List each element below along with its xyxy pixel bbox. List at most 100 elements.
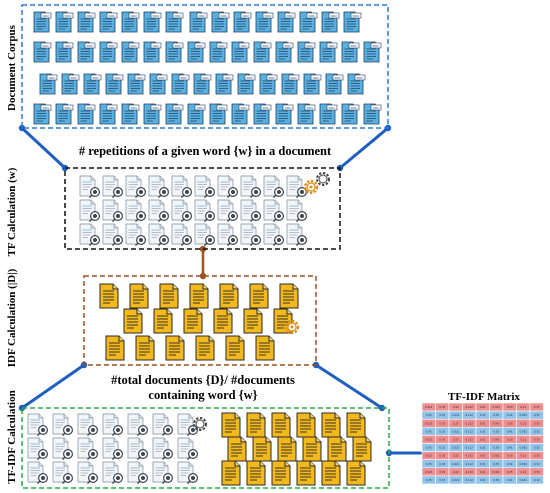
document-tag: DOC xyxy=(285,106,292,110)
matrix-cell-value: 0.35 xyxy=(426,429,432,433)
document-tag: DOC xyxy=(247,76,254,80)
magnifier-document-icon xyxy=(77,437,99,461)
gear-icon xyxy=(316,172,330,186)
document-icon xyxy=(321,460,341,486)
matrix-cell-value: 0.01 xyxy=(480,421,486,425)
document-tag: DOC xyxy=(153,106,160,110)
document-icon: DOC xyxy=(363,41,382,63)
magnifier-document-icon xyxy=(127,461,149,485)
matrix-cell-value: 0.01 xyxy=(480,470,486,474)
matrix-cell-value: 0.41 xyxy=(507,478,513,482)
matrix-cell-value: 0.33 xyxy=(439,462,445,466)
document-icon: DOC xyxy=(341,103,360,125)
matrix-cell-value: 0.32 xyxy=(534,462,540,466)
document-icon: DOC xyxy=(343,11,362,33)
document-icon xyxy=(249,283,269,309)
magnifier-document-icon xyxy=(79,199,101,223)
document-icon: DOC xyxy=(189,11,208,33)
matrix-cell-value: 0.31 xyxy=(480,413,486,417)
matrix-cell-value: 0.35 xyxy=(426,413,432,417)
magnifier-document-icon xyxy=(177,437,199,461)
matrix-cell-value: 0.35 xyxy=(439,454,445,458)
document-icon: DOC xyxy=(325,73,344,95)
document-icon xyxy=(123,308,143,334)
magnifier-document-icon xyxy=(171,199,193,223)
matrix-cell-value: 0.35 xyxy=(507,421,513,425)
matrix-cell-value: 0.55 xyxy=(493,429,499,433)
document-icon: DOC xyxy=(363,103,382,125)
matrix-cell-value: 0.55 xyxy=(493,462,499,466)
document-icon: DOC xyxy=(165,103,184,125)
magnifier-document-icon xyxy=(286,223,308,247)
document-tag: DOC xyxy=(87,44,94,48)
document-icon: DOC xyxy=(165,11,184,33)
tf-caption: # repetitions of a given word {w} in a d… xyxy=(79,144,332,158)
matrix-cell-value: 0.31 xyxy=(480,446,486,450)
magnifier-document-icon xyxy=(102,175,124,199)
document-tag: DOC xyxy=(65,14,72,18)
document-tag: DOC xyxy=(65,44,72,48)
matrix-cell-value: 0.22 xyxy=(453,454,459,458)
document-icon: DOC xyxy=(39,73,58,95)
document-icon: DOC xyxy=(33,41,52,63)
document-icon: DOC xyxy=(215,73,234,95)
gear-icon xyxy=(193,417,207,431)
matrix-cell-value: 0.33 xyxy=(439,429,445,433)
document-icon xyxy=(195,335,215,361)
document-tag: DOC xyxy=(43,44,50,48)
magnifier-document-icon xyxy=(27,461,49,485)
document-icon: DOC xyxy=(259,73,278,95)
document-tag: DOC xyxy=(243,14,250,18)
document-icon: DOC xyxy=(77,11,96,33)
document-tag: DOC xyxy=(373,44,380,48)
document-icon xyxy=(296,412,316,438)
magnifier-document-icon xyxy=(102,223,124,247)
document-icon: DOC xyxy=(211,11,230,33)
magnifier-document-icon xyxy=(194,223,216,247)
magnifier-document-icon xyxy=(148,223,170,247)
document-icon xyxy=(105,335,125,361)
document-icon xyxy=(277,436,297,462)
matrix-cell-value: 0.001 xyxy=(493,470,501,474)
document-tag: DOC xyxy=(241,106,248,110)
matrix-cell-value: 0.41 xyxy=(507,462,513,466)
matrix-cell-value: 0.55 xyxy=(534,437,540,441)
matrix-cell-value: 0.521 xyxy=(425,437,433,441)
idf-calculation-label: IDF Calculation (|D|) xyxy=(6,268,18,367)
document-icon: DOC xyxy=(297,41,316,63)
magnifier-document-icon xyxy=(148,175,170,199)
document-tag: DOC xyxy=(353,14,360,18)
document-icon: DOC xyxy=(99,41,118,63)
document-icon xyxy=(296,460,316,486)
magnifier-document-icon xyxy=(263,175,285,199)
matrix-cell-value: 0.55 xyxy=(493,413,499,417)
magnifier-document-icon xyxy=(263,223,285,247)
idf-caption-line-1: #total documents {D}/ #documents xyxy=(111,373,295,387)
document-icon: DOC xyxy=(275,103,294,125)
matrix-cell-value: 0.22 xyxy=(453,405,459,409)
document-icon: DOC xyxy=(99,103,118,125)
document-tag: DOC xyxy=(199,14,206,18)
matrix-cell-value: 0.001 xyxy=(493,454,501,458)
matrix-cell-value: 0.112 xyxy=(466,478,474,482)
document-tag: DOC xyxy=(219,106,226,110)
magnifier-document-icon xyxy=(125,223,147,247)
matrix-cell-value: 0.22 xyxy=(453,470,459,474)
idf-documents xyxy=(99,283,299,361)
document-icon xyxy=(225,335,245,361)
matrix-cell-value: 0.221 xyxy=(452,462,460,466)
document-icon: DOC xyxy=(187,103,206,125)
matrix-cell xyxy=(529,475,544,485)
document-icon xyxy=(99,283,119,309)
document-icon xyxy=(189,283,209,309)
magnifier-document-icon xyxy=(152,413,174,437)
document-tag: DOC xyxy=(175,44,182,48)
matrix-cell-value: 0.55 xyxy=(534,470,540,474)
matrix-cell-value: 0.152 xyxy=(466,405,474,409)
document-icon: DOC xyxy=(143,103,162,125)
magnifier-document-icon xyxy=(102,437,124,461)
magnifier-document-icon xyxy=(194,199,216,223)
document-icon xyxy=(135,335,155,361)
magnifier-document-icon xyxy=(27,413,49,437)
